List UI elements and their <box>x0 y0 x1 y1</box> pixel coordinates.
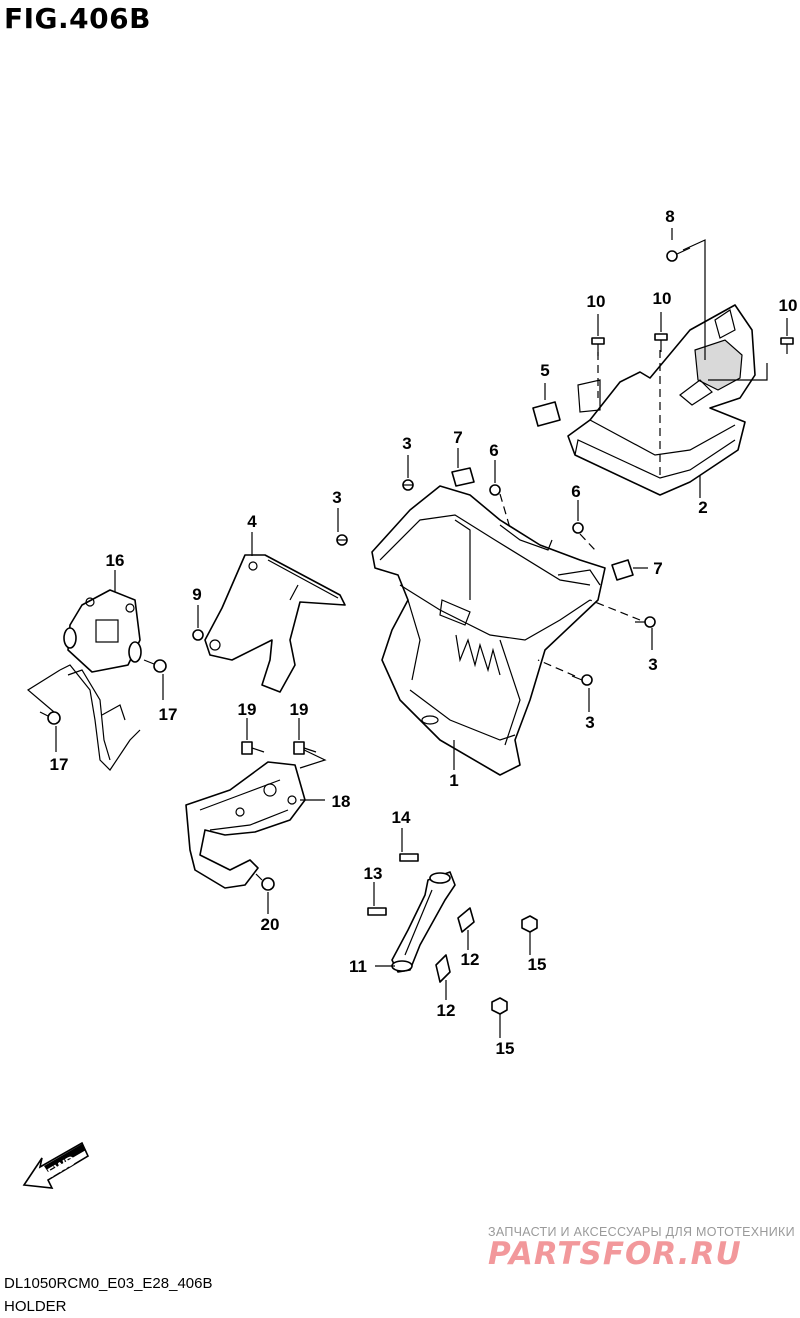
callout-11: 11 <box>349 957 367 976</box>
watermark-logo: PARTSFOR.RU <box>488 1236 742 1272</box>
part-5-pad <box>532 401 561 427</box>
part-6-grommet-a <box>489 484 501 496</box>
part-6-grommet-b <box>572 522 584 534</box>
leader-18-path <box>299 747 327 769</box>
part-20-bolt <box>255 873 275 891</box>
part-15-nut-b <box>491 997 508 1015</box>
part-16-plate <box>59 589 142 771</box>
callout-19a: 19 <box>238 700 257 719</box>
callout-3a: 3 <box>402 434 411 453</box>
leader-17b-path <box>26 669 61 713</box>
part-17-bolt-b <box>39 711 61 725</box>
part-2-upper-holder <box>567 304 756 496</box>
callout-10b: 10 <box>653 289 672 308</box>
dash-6a <box>499 493 511 529</box>
callout-7a: 7 <box>453 428 462 447</box>
part-18-bracket <box>185 761 306 889</box>
callout-9: 9 <box>192 585 201 604</box>
dash-3c <box>589 599 641 621</box>
callout-15a: 15 <box>528 955 547 974</box>
part-8-screw <box>666 247 691 262</box>
part-3-bolt-d <box>571 674 593 686</box>
callout-13: 13 <box>364 864 383 883</box>
part-10-bolt-a <box>591 337 605 356</box>
callout-3c: 3 <box>648 655 657 674</box>
callout-10c: 10 <box>779 296 798 315</box>
part-12-pad-a <box>457 907 475 933</box>
callout-8: 8 <box>665 207 674 226</box>
callout-7b: 7 <box>653 559 662 578</box>
part-13-stud <box>367 907 387 916</box>
callout-3d: 3 <box>585 713 594 732</box>
part-1-main-holder <box>371 485 606 776</box>
callout-5: 5 <box>540 361 549 380</box>
callout-19b: 19 <box>290 700 309 719</box>
dash-3d <box>537 659 576 677</box>
part-7-clip-a <box>451 467 475 487</box>
part-3-bolt-b <box>336 534 348 546</box>
callout-10a: 10 <box>587 292 606 311</box>
part-19-bolt-a <box>241 741 265 755</box>
callout-17a: 17 <box>159 705 178 724</box>
figure-title: FIG.406B <box>4 2 151 35</box>
part-17-bolt-a <box>143 659 167 673</box>
part-3-bolt-c <box>635 616 656 628</box>
part-9-grommet <box>192 629 204 641</box>
part-15-nut-a <box>521 915 538 933</box>
watermark-subtitle: ЗАПЧАСТИ И АКСЕССУАРЫ ДЛЯ МОТОТЕХНИКИ <box>488 1225 795 1239</box>
part-7-clip-b <box>611 559 634 581</box>
callout-6b: 6 <box>571 482 580 501</box>
part-10-bolt-b <box>654 333 668 352</box>
callout-3b: 3 <box>332 488 341 507</box>
callout-15b: 15 <box>496 1039 515 1058</box>
leader-10c-path <box>708 363 768 381</box>
part-10-bolt-c <box>780 337 794 354</box>
part-12-pad-b <box>435 954 451 983</box>
section-name: HOLDER <box>4 1298 67 1315</box>
part-19-bolt-b <box>293 741 317 755</box>
model-code: DL1050RCM0_E03_E28_406B <box>4 1275 213 1292</box>
callout-12b: 12 <box>437 1001 456 1020</box>
callout-16: 16 <box>106 551 125 570</box>
callout-12a: 12 <box>461 950 480 969</box>
callout-6a: 6 <box>489 441 498 460</box>
fwd-arrow-icon: FWD <box>22 1141 90 1189</box>
callout-18: 18 <box>332 792 351 811</box>
watermark-logo-text: PARTSFOR.RU <box>488 1236 742 1272</box>
part-3-bolt-a <box>402 479 414 491</box>
dash-6b <box>579 533 596 551</box>
part-4-bracket <box>204 554 346 693</box>
leader-8-path <box>682 239 706 360</box>
callout-20: 20 <box>261 915 280 934</box>
callout-4: 4 <box>247 512 257 531</box>
callout-1: 1 <box>449 771 458 790</box>
callout-17b: 17 <box>50 755 69 774</box>
callout-14: 14 <box>392 808 411 827</box>
part-14-stud <box>399 853 419 862</box>
part-11-strap <box>391 871 456 973</box>
callout-2: 2 <box>698 498 707 517</box>
